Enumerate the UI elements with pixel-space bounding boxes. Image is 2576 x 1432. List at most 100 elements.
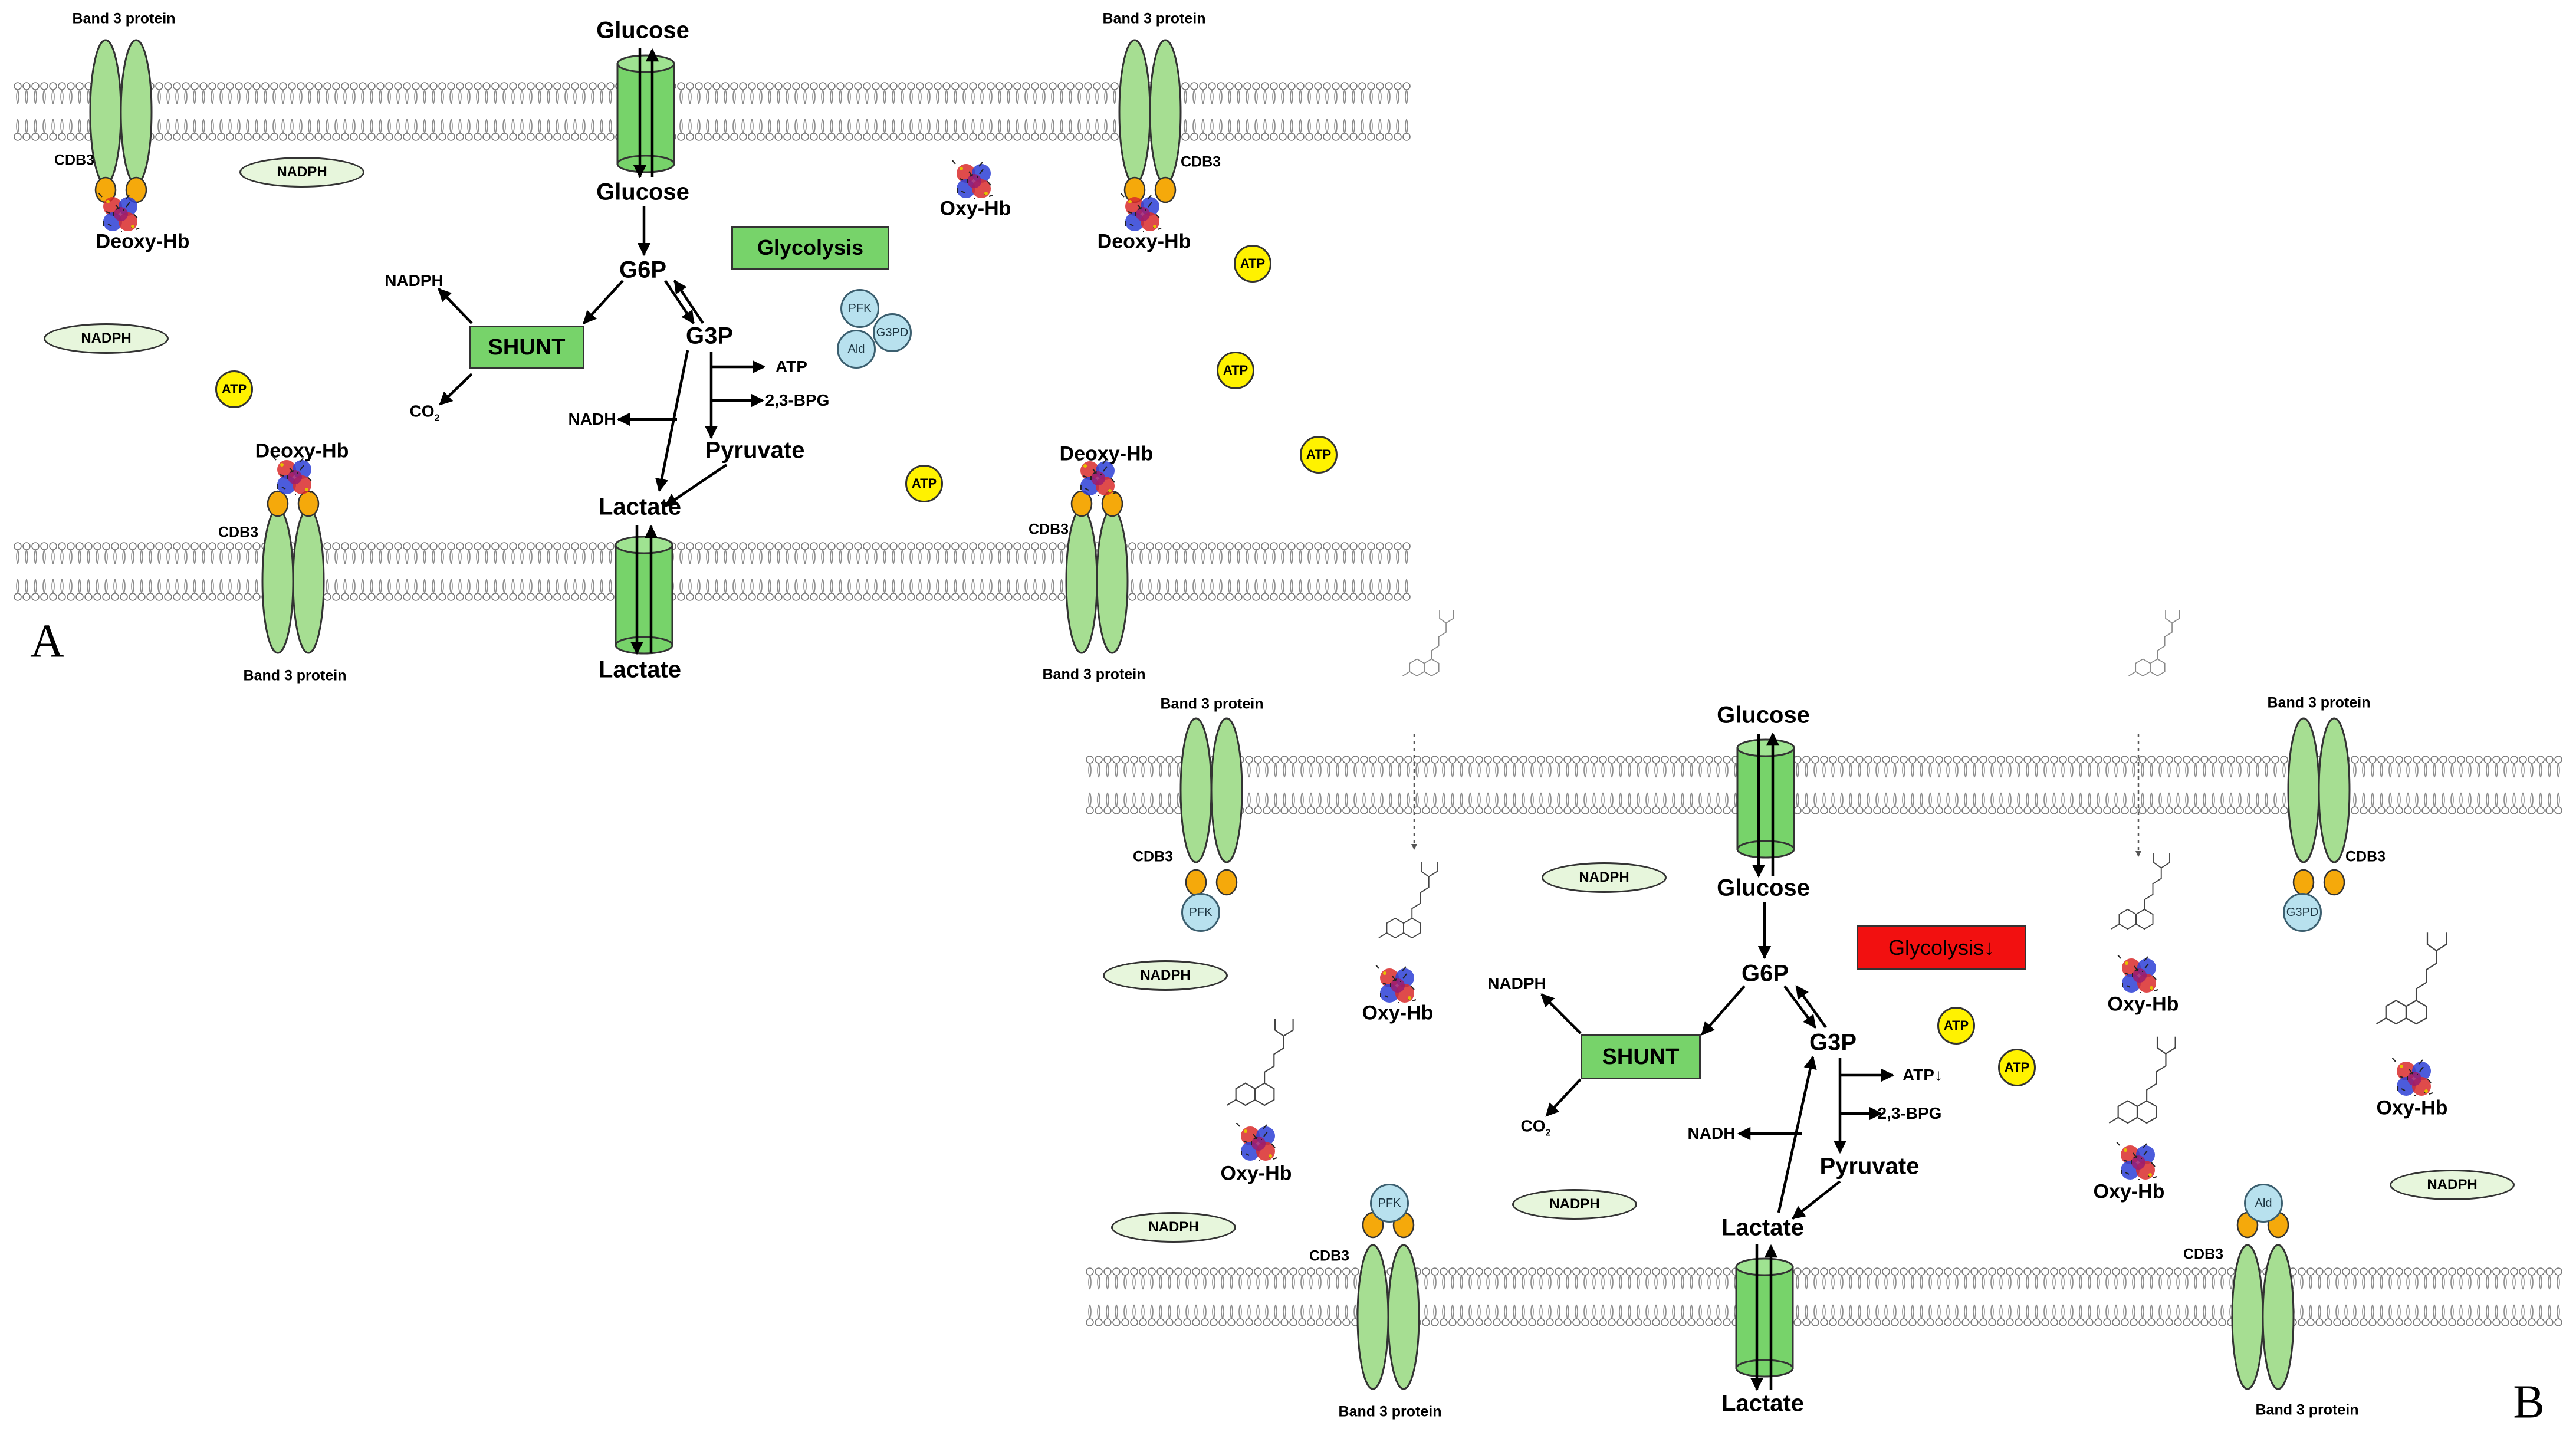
shunt-to-nadph-arrow-a — [438, 288, 473, 324]
drug-molecule-extracellular — [1402, 610, 1454, 676]
bpg-label-a: 2,3-BPG — [765, 391, 830, 409]
nadh-label-b: NADH — [1687, 1124, 1736, 1142]
membrane-proteins — [89, 39, 2351, 1390]
shunt-to-co2-arrow-b — [1545, 1078, 1582, 1117]
cdb3-label-a2: CDB3 — [1180, 153, 1221, 170]
co2-label-a: CO2 — [409, 402, 440, 423]
cdb3-label-a4: CDB3 — [1028, 521, 1069, 538]
band3-protein-b2 — [2287, 717, 2351, 896]
g6p-to-g3p-arrow-b — [1783, 985, 1816, 1029]
g6p-to-shunt-arrow-b — [1701, 985, 1746, 1036]
oxy-hb-label-b5: Oxy-Hb — [2376, 1096, 2448, 1119]
oxy-hb-label-b1: Oxy-Hb — [1362, 1001, 1434, 1024]
drug-molecule-bound — [1378, 862, 1438, 939]
g3p-to-g6p-arrow-b — [1795, 985, 1827, 1029]
membrane-b-bottom — [1086, 1267, 2562, 1326]
deoxy-hb-label-a2: Deoxy-Hb — [1097, 230, 1191, 253]
oxy-hb-label-b4: Oxy-Hb — [2093, 1180, 2165, 1203]
enzyme-ald-b-bottom: Ald — [2244, 1184, 2283, 1223]
atp-coin-b1: ATP — [1937, 1007, 1975, 1045]
band3-label-b4: Band 3 protein — [2255, 1401, 2359, 1418]
atp-coin-b2: ATP — [1998, 1049, 2036, 1086]
pyruvate-to-lactate-arrow-a — [664, 464, 728, 507]
glucose-transporter-b — [1736, 738, 1795, 859]
membrane-a-top — [14, 82, 1411, 141]
hemoglobin-icon — [2116, 1142, 2157, 1180]
hemoglobin-icon — [272, 456, 314, 495]
cdb3-bead — [1154, 176, 1177, 203]
nadph-ellipse-b2: NADPH — [1103, 960, 1228, 991]
band3-label-a3: Band 3 protein — [243, 667, 347, 684]
cdb3-label-a1: CDB3 — [54, 152, 95, 169]
hemoglobin-icon — [2392, 1058, 2433, 1096]
deoxy-hb-label-a3: Deoxy-Hb — [255, 439, 349, 462]
glycolysis-box-a: Glycolysis — [731, 226, 889, 270]
hemoglobin-icon — [1375, 965, 1417, 1003]
glucose-outside-label-b: Glucose — [1717, 702, 1810, 728]
pathway-arrows — [438, 48, 2141, 1391]
band3-protein-b3 — [1356, 1211, 1420, 1390]
glucose-inside-label-b: Glucose — [1717, 875, 1810, 901]
band3-label-a4: Band 3 protein — [1042, 666, 1146, 683]
band3-label-b1: Band 3 protein — [1160, 695, 1264, 712]
atp-product-label-a: ATP — [776, 357, 807, 376]
lactate-inside-label-b: Lactate — [1721, 1214, 1805, 1241]
hemoglobin-icon — [2117, 955, 2158, 993]
band3-protein-a4 — [1065, 490, 1129, 654]
drug-molecule-bound — [2111, 853, 2170, 930]
pyruvate-label-b: Pyruvate — [1819, 1153, 1920, 1180]
shunt-to-co2-arrow-a — [439, 373, 473, 406]
band3-label-b3: Band 3 protein — [1338, 1403, 1442, 1420]
atp-coin-a4: ATP — [1217, 352, 1254, 389]
enzyme-g3pd-a: G3PD — [873, 313, 912, 352]
enzyme-ald-a: Ald — [837, 330, 876, 369]
nadh-label-a: NADH — [568, 410, 616, 428]
cdb3-bead — [1185, 869, 1207, 896]
atp-decrease-label-b: ATP↓ — [1903, 1066, 1943, 1084]
glycolysis-decrease-box-b: Glycolysis↓ — [1857, 925, 2026, 970]
lactate-inside-label-a: Lactate — [598, 494, 682, 520]
oxy-hb-label-a1: Oxy-Hb — [939, 197, 1011, 220]
shunt-to-nadph-arrow-b — [1540, 993, 1582, 1034]
lactate-outside-label-b: Lactate — [1721, 1390, 1805, 1417]
lactate-outside-label-a: Lactate — [598, 656, 682, 683]
g3p-label-a: G3P — [685, 323, 734, 349]
glucose-transporter-a — [616, 54, 675, 173]
cdb3-bead — [2292, 869, 2315, 896]
enzyme-pfk-b-bottom: PFK — [1370, 1184, 1409, 1223]
band3-label-a2: Band 3 protein — [1102, 10, 1206, 27]
band3-protein-a3 — [261, 490, 325, 654]
cdb3-bead — [2323, 869, 2345, 896]
pyruvate-to-lactate-arrow-b — [1792, 1180, 1841, 1220]
oxy-hb-label-b2: Oxy-Hb — [1220, 1162, 1292, 1185]
drug-molecule-bound — [1226, 1019, 1294, 1106]
atp-coin-a3: ATP — [1234, 245, 1271, 283]
hemoglobin-icon — [952, 160, 993, 199]
panel-a-letter: A — [30, 615, 64, 668]
cdb3-bead — [267, 490, 289, 517]
cdb3-label-b2: CDB3 — [2345, 848, 2386, 865]
nadph-ellipse-b4: NADPH — [1512, 1189, 1637, 1220]
band3-protein-a2 — [1118, 39, 1182, 203]
cdb3-label-a3: CDB3 — [218, 524, 259, 541]
g6p-label-b: G6P — [1741, 960, 1789, 987]
cdb3-bead — [1215, 869, 1238, 896]
shunt-box-a: SHUNT — [469, 326, 584, 369]
band3-label-b2: Band 3 protein — [2267, 694, 2371, 711]
hemoglobin-icon — [98, 193, 140, 232]
cell-membranes — [14, 82, 2562, 1326]
shunt-box-b: SHUNT — [1581, 1034, 1701, 1079]
g3p-label-b: G3P — [1809, 1029, 1857, 1056]
glucose-outside-label-a: Glucose — [596, 17, 689, 44]
enzyme-g3pd-b-top: G3PD — [2283, 893, 2322, 932]
nadph-ellipse-a1: NADPH — [239, 157, 364, 188]
lactate-transporter-a — [615, 536, 673, 655]
lactate-transporter-b — [1735, 1257, 1794, 1378]
cdb3-bead — [1070, 490, 1093, 517]
g3p-to-g6p-arrow-a — [673, 280, 704, 324]
nadph-shunt-label-b: NADPH — [1487, 974, 1546, 993]
nadph-shunt-label-a: NADPH — [385, 271, 443, 290]
g6p-to-shunt-arrow-a — [583, 280, 624, 324]
cdb3-label-b1: CDB3 — [1132, 848, 1174, 865]
g6p-to-g3p-arrow-a — [664, 280, 695, 324]
